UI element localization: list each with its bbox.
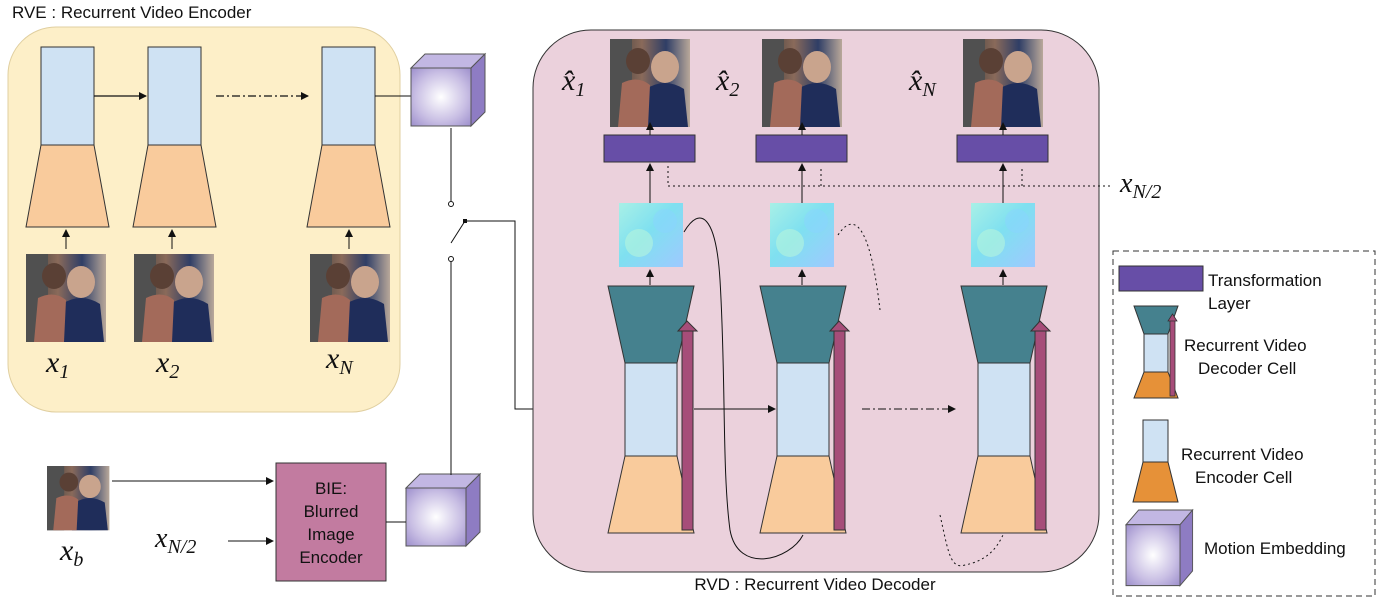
legend-encoder-swatch [1132,419,1179,503]
blur-input-label: xb [59,534,83,571]
bie-label-4: Encoder [299,548,363,567]
rve-panel: RVE : Recurrent Video Encoder x1 x2 xN [7,3,401,413]
motion-embedding-cube-top [410,53,486,127]
motion-field-2 [770,203,834,267]
output-label-n: x̂N [908,64,937,101]
legend-motion-label: Motion Embedding [1204,539,1346,558]
input-frame-1 [26,254,106,342]
legend-transformation-swatch [1118,265,1204,292]
output-label-2: x̂2 [715,64,739,101]
rve-title: RVE : Recurrent Video Encoder [12,3,252,22]
decoder-cell-1 [607,285,699,534]
legend-transformation-label-1: Transformation [1208,271,1322,290]
input-frame-2 [134,254,214,342]
motion-embedding-cube-bottom [405,473,481,547]
motion-field-1 [619,203,683,267]
bie-label-2: Blurred [304,502,359,521]
rvd-title: RVD : Recurrent Video Decoder [694,575,936,594]
output-label-1: x̂1 [561,64,585,101]
legend-transformation-label-2: Layer [1208,294,1251,313]
legend-border [1112,250,1376,597]
output-frame-2 [762,39,842,127]
encoder-cell-1 [25,46,110,228]
blurred-input-frame [47,466,110,531]
legend-motion-cube [1125,509,1194,587]
legend-decoder-swatch [1133,305,1179,399]
motion-field-n [971,203,1035,267]
legend-decoder-label-1: Recurrent Video [1184,336,1307,355]
feedback-curve-2-top [837,223,881,311]
decoder-cell-2 [759,285,851,534]
legend-encoder-label-2: Encoder Cell [1195,468,1292,487]
bie-block: xb xN/2 BIE: Blurred Image Encoder [47,462,406,582]
output-frame-n [963,39,1043,127]
legend: Transformation Layer Recurrent Video Dec… [1112,250,1376,597]
transformation-layer-2 [755,134,848,163]
input-frame-n [310,254,390,342]
input-label-2: x2 [155,346,179,383]
bie-label-3: Image [307,525,354,544]
rvd-side-input-label: xN/2 [1119,168,1161,203]
transformation-layer-n [956,134,1049,163]
decoder-cell-n [960,285,1052,534]
feedback-curve-1 [683,217,804,560]
input-label-1: x1 [45,346,69,383]
output-frame-1 [610,39,690,127]
feedback-curve-2-bottom [939,514,1004,567]
bie-box [275,462,387,582]
legend-encoder-label-1: Recurrent Video [1181,445,1304,464]
bie-label-1: BIE: [315,479,347,498]
legend-decoder-label-2: Decoder Cell [1198,359,1296,378]
encoder-cell-2 [132,46,217,228]
transformation-layer-1 [603,134,696,163]
side-input-dotted-lines [667,166,1110,187]
rvd-panel: RVD : Recurrent Video Decoder x̂1 x̂2 x̂… [532,29,1161,594]
input-label-n: xN [325,342,354,379]
encoder-cell-n [306,46,391,228]
bie-side-input-label: xN/2 [154,523,196,558]
